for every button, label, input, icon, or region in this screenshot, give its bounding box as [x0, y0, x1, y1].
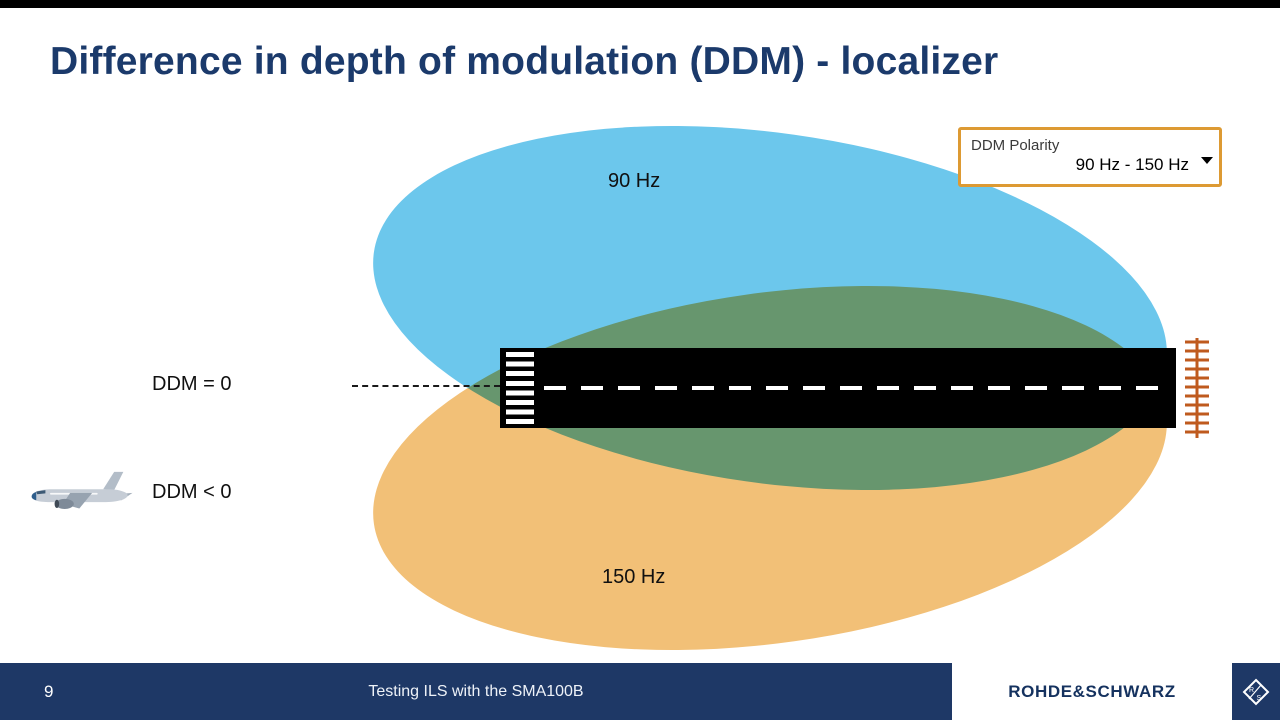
brand-wordmark: ROHDE&SCHWARZ	[1008, 681, 1176, 701]
label-90hz: 90 Hz	[608, 170, 661, 192]
runway-threshold-markings	[506, 352, 534, 424]
ddm-polarity-label: DDM Polarity	[971, 137, 1060, 154]
brand-strip: ROHDE&SCHWARZ	[952, 663, 1232, 720]
ddm-polarity-dropdown[interactable]: DDM Polarity 90 Hz - 150 Hz	[958, 127, 1222, 187]
runway	[500, 348, 1176, 428]
rohde-schwarz-diamond-logo-icon: R S	[1242, 678, 1270, 705]
brand-logo-block: R S	[1232, 663, 1280, 720]
airplane-side-view-icon	[31, 471, 133, 509]
label-150hz: 150 Hz	[602, 566, 666, 588]
slide-title: Difference in depth of modulation (DDM) …	[50, 40, 999, 83]
runway-centerline	[544, 386, 1168, 390]
dropdown-caret-icon[interactable]	[1201, 157, 1213, 164]
svg-text:S: S	[1257, 695, 1262, 702]
footer-caption: Testing ILS with the SMA100B	[368, 682, 584, 700]
ddm-polarity-value: 90 Hz - 150 Hz	[1075, 155, 1189, 174]
label-ddm-negative: DDM < 0	[152, 481, 232, 503]
page-number: 9	[44, 681, 54, 701]
ddm-zero-guide-line	[352, 385, 500, 387]
localizer-antenna-array-icon	[1185, 338, 1209, 438]
label-ddm-zero: DDM = 0	[152, 373, 232, 395]
footer-bar: 9 Testing ILS with the SMA100B ROHDE&SCH…	[0, 663, 1280, 720]
top-black-bar	[0, 0, 1280, 8]
svg-text:R: R	[1249, 687, 1254, 694]
